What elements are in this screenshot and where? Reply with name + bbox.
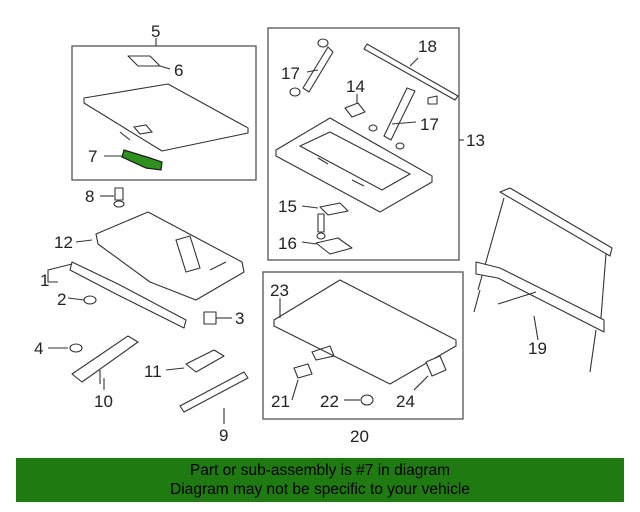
notice-line-part: Part or sub-assembly is #7 in diagram [189,462,451,479]
callout-3: 3 [235,309,244,328]
callout-17-lower: 17 [420,115,439,134]
callout-17-upper: 17 [281,64,300,83]
callout-19: 19 [528,339,547,358]
group-frame-13 [267,27,460,261]
fitment-notice-banner: Part or sub-assembly is #7 in diagram Di… [16,458,624,502]
parts-diagram: 1 2 3 4 5 6 7 8 9 10 11 12 13 14 15 16 1… [34,22,613,446]
callout-9: 9 [219,426,228,445]
callout-4: 4 [34,339,43,358]
callout-labels: 1 2 3 4 5 6 7 8 9 10 11 12 13 14 15 16 1… [34,22,547,446]
callout-18: 18 [418,37,437,56]
callout-14: 14 [346,77,365,96]
callout-21: 21 [271,392,290,411]
group-frame-20 [262,271,464,420]
callout-20: 20 [350,427,369,446]
callout-1: 1 [40,271,49,290]
cargo-floor-board-part [83,55,249,152]
callout-22: 22 [320,392,339,411]
callout-5: 5 [151,22,160,41]
callout-8: 8 [85,187,94,206]
callout-16: 16 [278,234,297,253]
cargo-side-panel-part [275,38,459,255]
tonneau-cover-part [273,279,457,406]
highlighted-part-7[interactable] [121,149,163,171]
callout-2: 2 [57,290,66,309]
loose-parts-left [69,187,249,413]
callout-10: 10 [94,392,113,411]
callout-23: 23 [270,281,289,300]
callout-6: 6 [174,61,183,80]
callout-24: 24 [396,392,415,411]
callout-12: 12 [54,233,73,252]
callout-11: 11 [144,362,162,381]
cargo-partition-net-part [473,187,613,373]
callout-13: 13 [466,131,485,150]
callout-7: 7 [88,147,97,166]
callout-15: 15 [278,197,297,216]
group-frame-5 [71,45,257,181]
notice-line-disclaimer: Diagram may not be specific to your vehi… [170,481,470,498]
callout-leader-lines [47,38,539,424]
